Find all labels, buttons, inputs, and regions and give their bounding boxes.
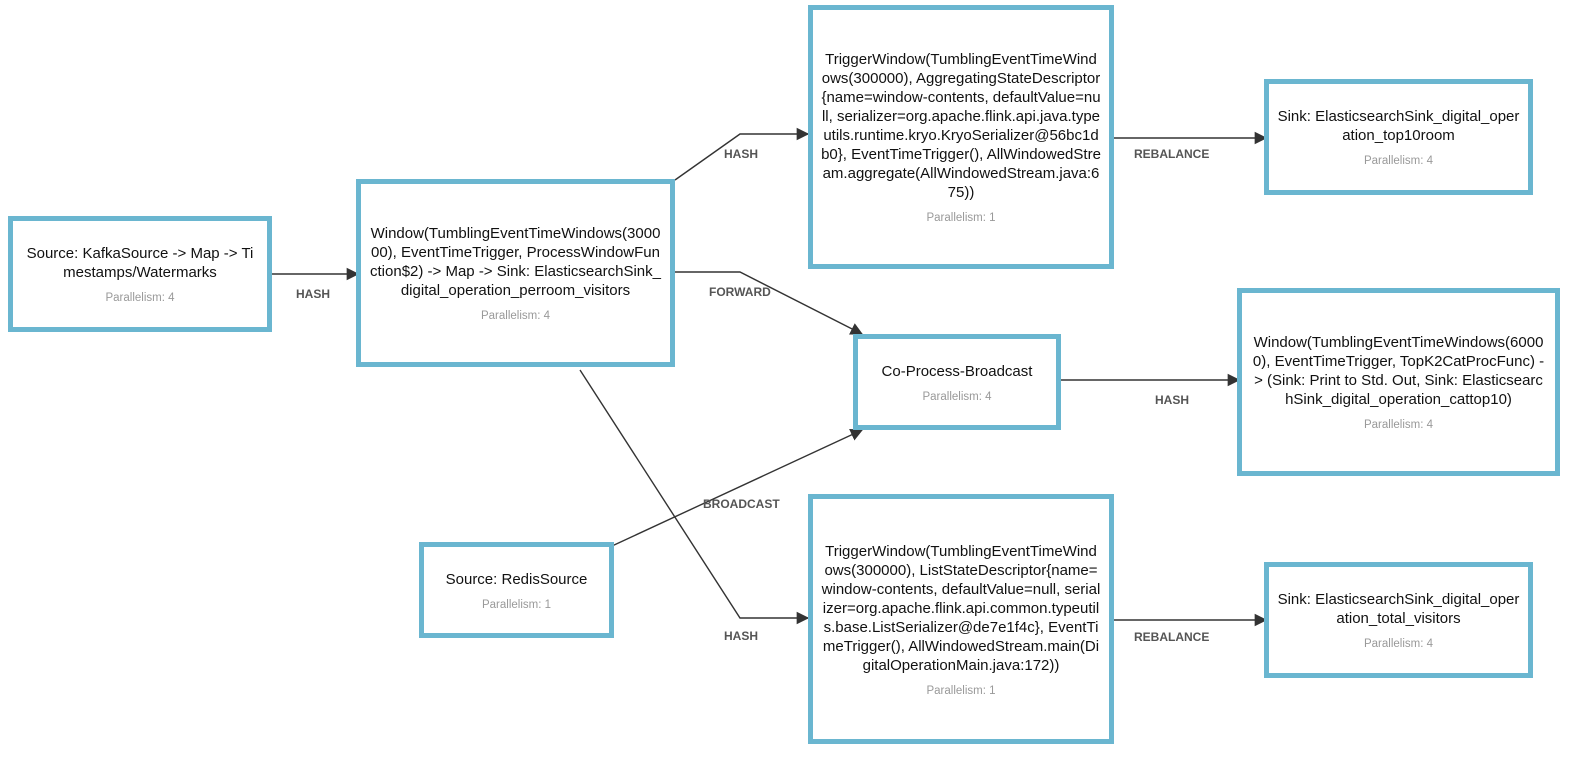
edge-label: HASH [1155, 393, 1189, 407]
node-parallelism: Parallelism: 4 [480, 310, 551, 322]
node-total-visitors-sink[interactable]: Sink: ElasticsearchSink_digital_operatio… [1264, 562, 1533, 678]
edge-aggregate-to-top10sink: REBALANCE [1113, 131, 1268, 161]
edge-window-to-aggregate: HASH [674, 127, 810, 181]
node-parallelism: Parallelism: 4 [922, 390, 992, 403]
edge-label: HASH [724, 147, 758, 161]
edge-window-to-listwindow: HASH [579, 369, 810, 643]
edge-label: FORWARD [709, 285, 771, 299]
node-parallelism: Parallelism: 1 [481, 598, 552, 611]
node-redis-source[interactable]: Source: RedisSource Parallelism: 1 [419, 542, 614, 638]
node-title: Source: KafkaSource -> Map -> Timestamps… [26, 245, 254, 281]
node-title: TriggerWindow(TumblingEventTimeWindows(3… [821, 542, 1101, 674]
node-title: Window(TumblingEventTimeWindows(60000), … [1252, 334, 1545, 408]
edge-label: REBALANCE [1134, 630, 1209, 644]
node-parallelism: Parallelism: 4 [1363, 638, 1434, 650]
node-title: Sink: ElasticsearchSink_digital_operatio… [1277, 591, 1520, 627]
node-title: Source: RedisSource [445, 570, 588, 588]
node-parallelism: Parallelism: 1 [926, 684, 996, 697]
node-top10room-sink[interactable]: Sink: ElasticsearchSink_digital_operatio… [1264, 79, 1533, 195]
node-parallelism: Parallelism: 4 [105, 292, 175, 304]
node-perroom-window[interactable]: Window(TumblingEventTimeWindows(300000),… [356, 179, 675, 367]
node-title: Sink: ElasticsearchSink_digital_operatio… [1277, 108, 1520, 144]
edge-label: HASH [296, 287, 330, 301]
node-parallelism: Parallelism: 4 [1363, 419, 1434, 431]
edge-window-to-coprocess: FORWARD [675, 271, 864, 335]
node-topk-window[interactable]: Window(TumblingEventTimeWindows(60000), … [1237, 288, 1560, 476]
node-list-trigger-window[interactable]: TriggerWindow(TumblingEventTimeWindows(3… [808, 494, 1114, 744]
edge-label: BROADCAST [703, 497, 780, 511]
node-aggregate-trigger-window[interactable]: TriggerWindow(TumblingEventTimeWindows(3… [808, 5, 1114, 269]
node-parallelism: Parallelism: 1 [926, 212, 996, 224]
edge-label: REBALANCE [1134, 147, 1209, 161]
edge-kafka-to-window: HASH [272, 267, 360, 301]
edge-label: HASH [724, 629, 758, 643]
node-title: Window(TumblingEventTimeWindows(300000),… [370, 225, 661, 299]
edge-redis-to-coprocess: BROADCAST [611, 429, 864, 547]
node-title: TriggerWindow(TumblingEventTimeWindows(3… [821, 51, 1101, 201]
node-kafka-source[interactable]: Source: KafkaSource -> Map -> Timestamps… [8, 216, 272, 332]
edge-listwindow-to-totalsink: REBALANCE [1113, 613, 1268, 644]
node-title: Co-Process-Broadcast [881, 362, 1033, 380]
node-parallelism: Parallelism: 4 [1363, 155, 1434, 167]
edge-coprocess-to-topk: HASH [1059, 373, 1241, 407]
node-co-process-broadcast[interactable]: Co-Process-Broadcast Parallelism: 4 [853, 334, 1061, 430]
